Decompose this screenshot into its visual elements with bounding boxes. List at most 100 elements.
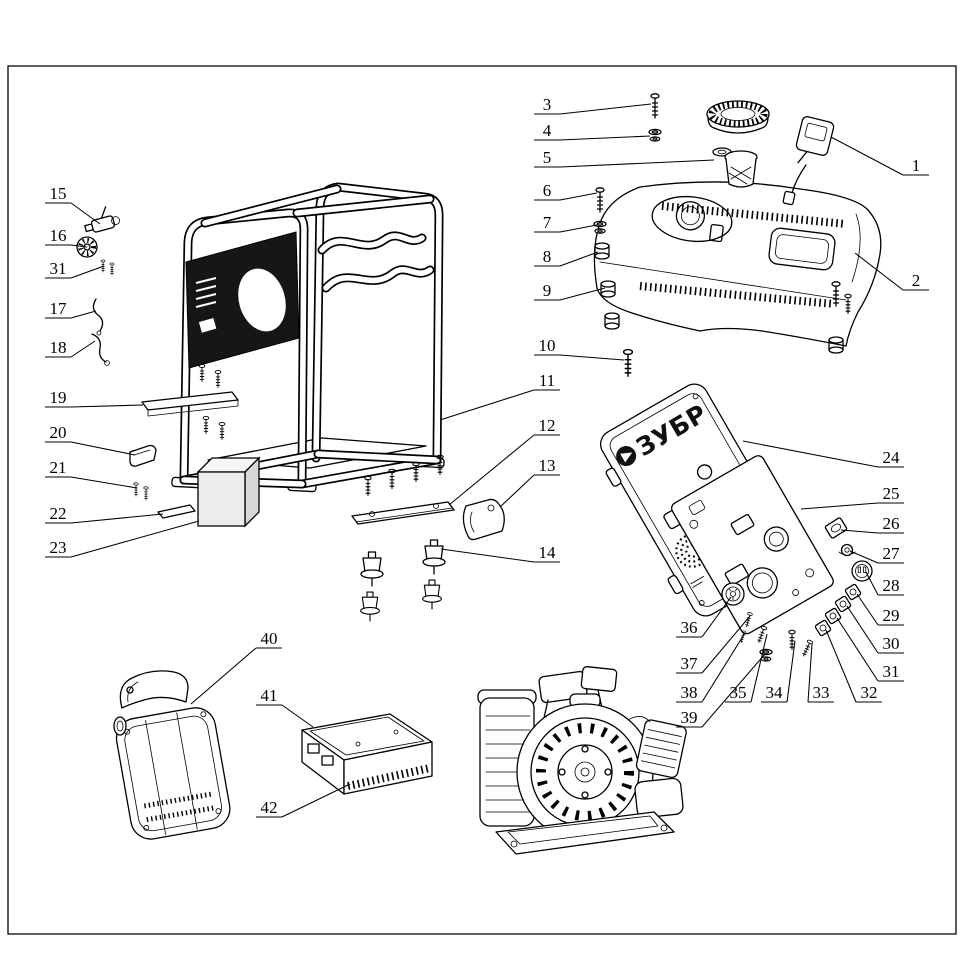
callout-number-41: 41 bbox=[261, 686, 278, 705]
terminal-30 bbox=[834, 595, 852, 613]
callout-number-29: 29 bbox=[883, 606, 900, 625]
callout-number-36: 36 bbox=[681, 618, 698, 637]
leader-line bbox=[281, 783, 351, 818]
inverter-module bbox=[301, 713, 433, 795]
callout-number-31: 31 bbox=[883, 662, 900, 681]
callout-number-15: 15 bbox=[50, 184, 67, 203]
callout-25: 25 bbox=[800, 484, 904, 510]
callout-number-26: 26 bbox=[883, 514, 900, 533]
callout-number-30: 30 bbox=[883, 634, 900, 653]
callout-number-23: 23 bbox=[50, 538, 67, 557]
callout-number-19: 19 bbox=[50, 388, 67, 407]
callout-number-27: 27 bbox=[883, 544, 901, 563]
leader-line bbox=[701, 615, 751, 674]
callout-2: 2 bbox=[854, 252, 929, 291]
crossbar-assembly bbox=[351, 454, 455, 622]
callout-number-9: 9 bbox=[543, 281, 552, 300]
callout-17: 17 bbox=[45, 299, 97, 319]
push-button-27 bbox=[838, 543, 856, 557]
callout-5: 5 bbox=[534, 148, 715, 168]
callout-number-6: 6 bbox=[543, 181, 552, 200]
callout-7: 7 bbox=[534, 213, 598, 233]
leader-line bbox=[701, 632, 746, 703]
callout-number-34: 34 bbox=[766, 683, 784, 702]
leader-line bbox=[846, 605, 879, 654]
leader-line bbox=[559, 287, 606, 301]
callout-21: 21 bbox=[45, 458, 138, 489]
border-frame bbox=[7, 65, 957, 935]
leader-line bbox=[70, 310, 97, 319]
callout-37: 37 bbox=[676, 615, 751, 674]
panel-square-cutout bbox=[198, 317, 217, 333]
callout-number-32: 32 bbox=[861, 683, 878, 702]
callout-number-39: 39 bbox=[681, 708, 698, 727]
engine-base bbox=[495, 811, 675, 855]
callout-40: 40 bbox=[190, 629, 282, 705]
callout-number-16: 16 bbox=[50, 226, 67, 245]
callout-number-24: 24 bbox=[883, 448, 901, 467]
panel-vent-slots bbox=[195, 277, 217, 308]
terminal-31 bbox=[824, 607, 842, 625]
callout-31: 31 bbox=[836, 617, 904, 682]
muffler-heat-shield bbox=[119, 670, 189, 709]
leader-line bbox=[559, 251, 599, 267]
panel-oval-cutout bbox=[238, 268, 286, 332]
callout-number-1: 1 bbox=[912, 156, 921, 175]
leader-line bbox=[70, 202, 101, 225]
callout-6: 6 bbox=[534, 181, 598, 201]
terminal-29 bbox=[844, 583, 862, 601]
leader-line bbox=[825, 629, 857, 703]
leader-line bbox=[70, 265, 105, 279]
battery-box-23 bbox=[196, 456, 261, 528]
leader-line bbox=[701, 596, 732, 638]
muffler-pipe bbox=[113, 716, 127, 736]
generator-frame bbox=[171, 182, 445, 493]
leader-line bbox=[448, 434, 535, 506]
callout-12: 12 bbox=[448, 416, 560, 506]
leader-line bbox=[800, 502, 879, 510]
muffler-body bbox=[115, 707, 231, 840]
leader-line bbox=[865, 571, 879, 596]
callout-number-20: 20 bbox=[50, 423, 67, 442]
leader-line bbox=[70, 244, 88, 248]
leader-line bbox=[849, 550, 879, 564]
small-screws-31 bbox=[100, 259, 115, 276]
callout-number-17: 17 bbox=[50, 299, 68, 318]
callout-number-38: 38 bbox=[681, 683, 698, 702]
callout-number-7: 7 bbox=[543, 213, 552, 232]
callout-number-25: 25 bbox=[883, 484, 900, 503]
small-screws-21 bbox=[133, 482, 149, 501]
callout-number-5: 5 bbox=[543, 148, 552, 167]
fuel-valve bbox=[84, 206, 120, 233]
callout-number-33: 33 bbox=[813, 683, 830, 702]
engine bbox=[477, 666, 687, 855]
panel-back-plate bbox=[671, 455, 834, 635]
callout-number-13: 13 bbox=[539, 456, 556, 475]
leader-line bbox=[786, 640, 796, 703]
choke-rod bbox=[92, 298, 104, 336]
callout-11: 11 bbox=[439, 371, 560, 421]
callout-29: 29 bbox=[856, 593, 904, 626]
callout-30: 30 bbox=[846, 605, 904, 654]
callout-41: 41 bbox=[256, 686, 314, 728]
callout-36: 36 bbox=[676, 596, 732, 638]
recoil-starter bbox=[557, 744, 613, 800]
muffler bbox=[113, 670, 231, 840]
callout-4: 4 bbox=[534, 121, 651, 141]
callout-13: 13 bbox=[499, 456, 560, 508]
leader-line bbox=[70, 513, 164, 524]
callout-16: 16 bbox=[45, 226, 88, 248]
leader-line bbox=[742, 440, 879, 468]
brand-arrow-icon bbox=[620, 452, 633, 463]
tank-filler-recess bbox=[651, 195, 733, 243]
tank-rib-band bbox=[661, 202, 847, 228]
callout-31L: 31 bbox=[45, 259, 105, 279]
leader-line bbox=[559, 135, 651, 141]
leader-line bbox=[559, 103, 652, 115]
leader-line bbox=[499, 474, 535, 508]
terminal-32 bbox=[814, 619, 832, 637]
callout-number-21: 21 bbox=[50, 458, 67, 477]
callout-number-28: 28 bbox=[883, 576, 900, 595]
leader-line bbox=[190, 647, 257, 705]
callout-number-2: 2 bbox=[912, 271, 921, 290]
